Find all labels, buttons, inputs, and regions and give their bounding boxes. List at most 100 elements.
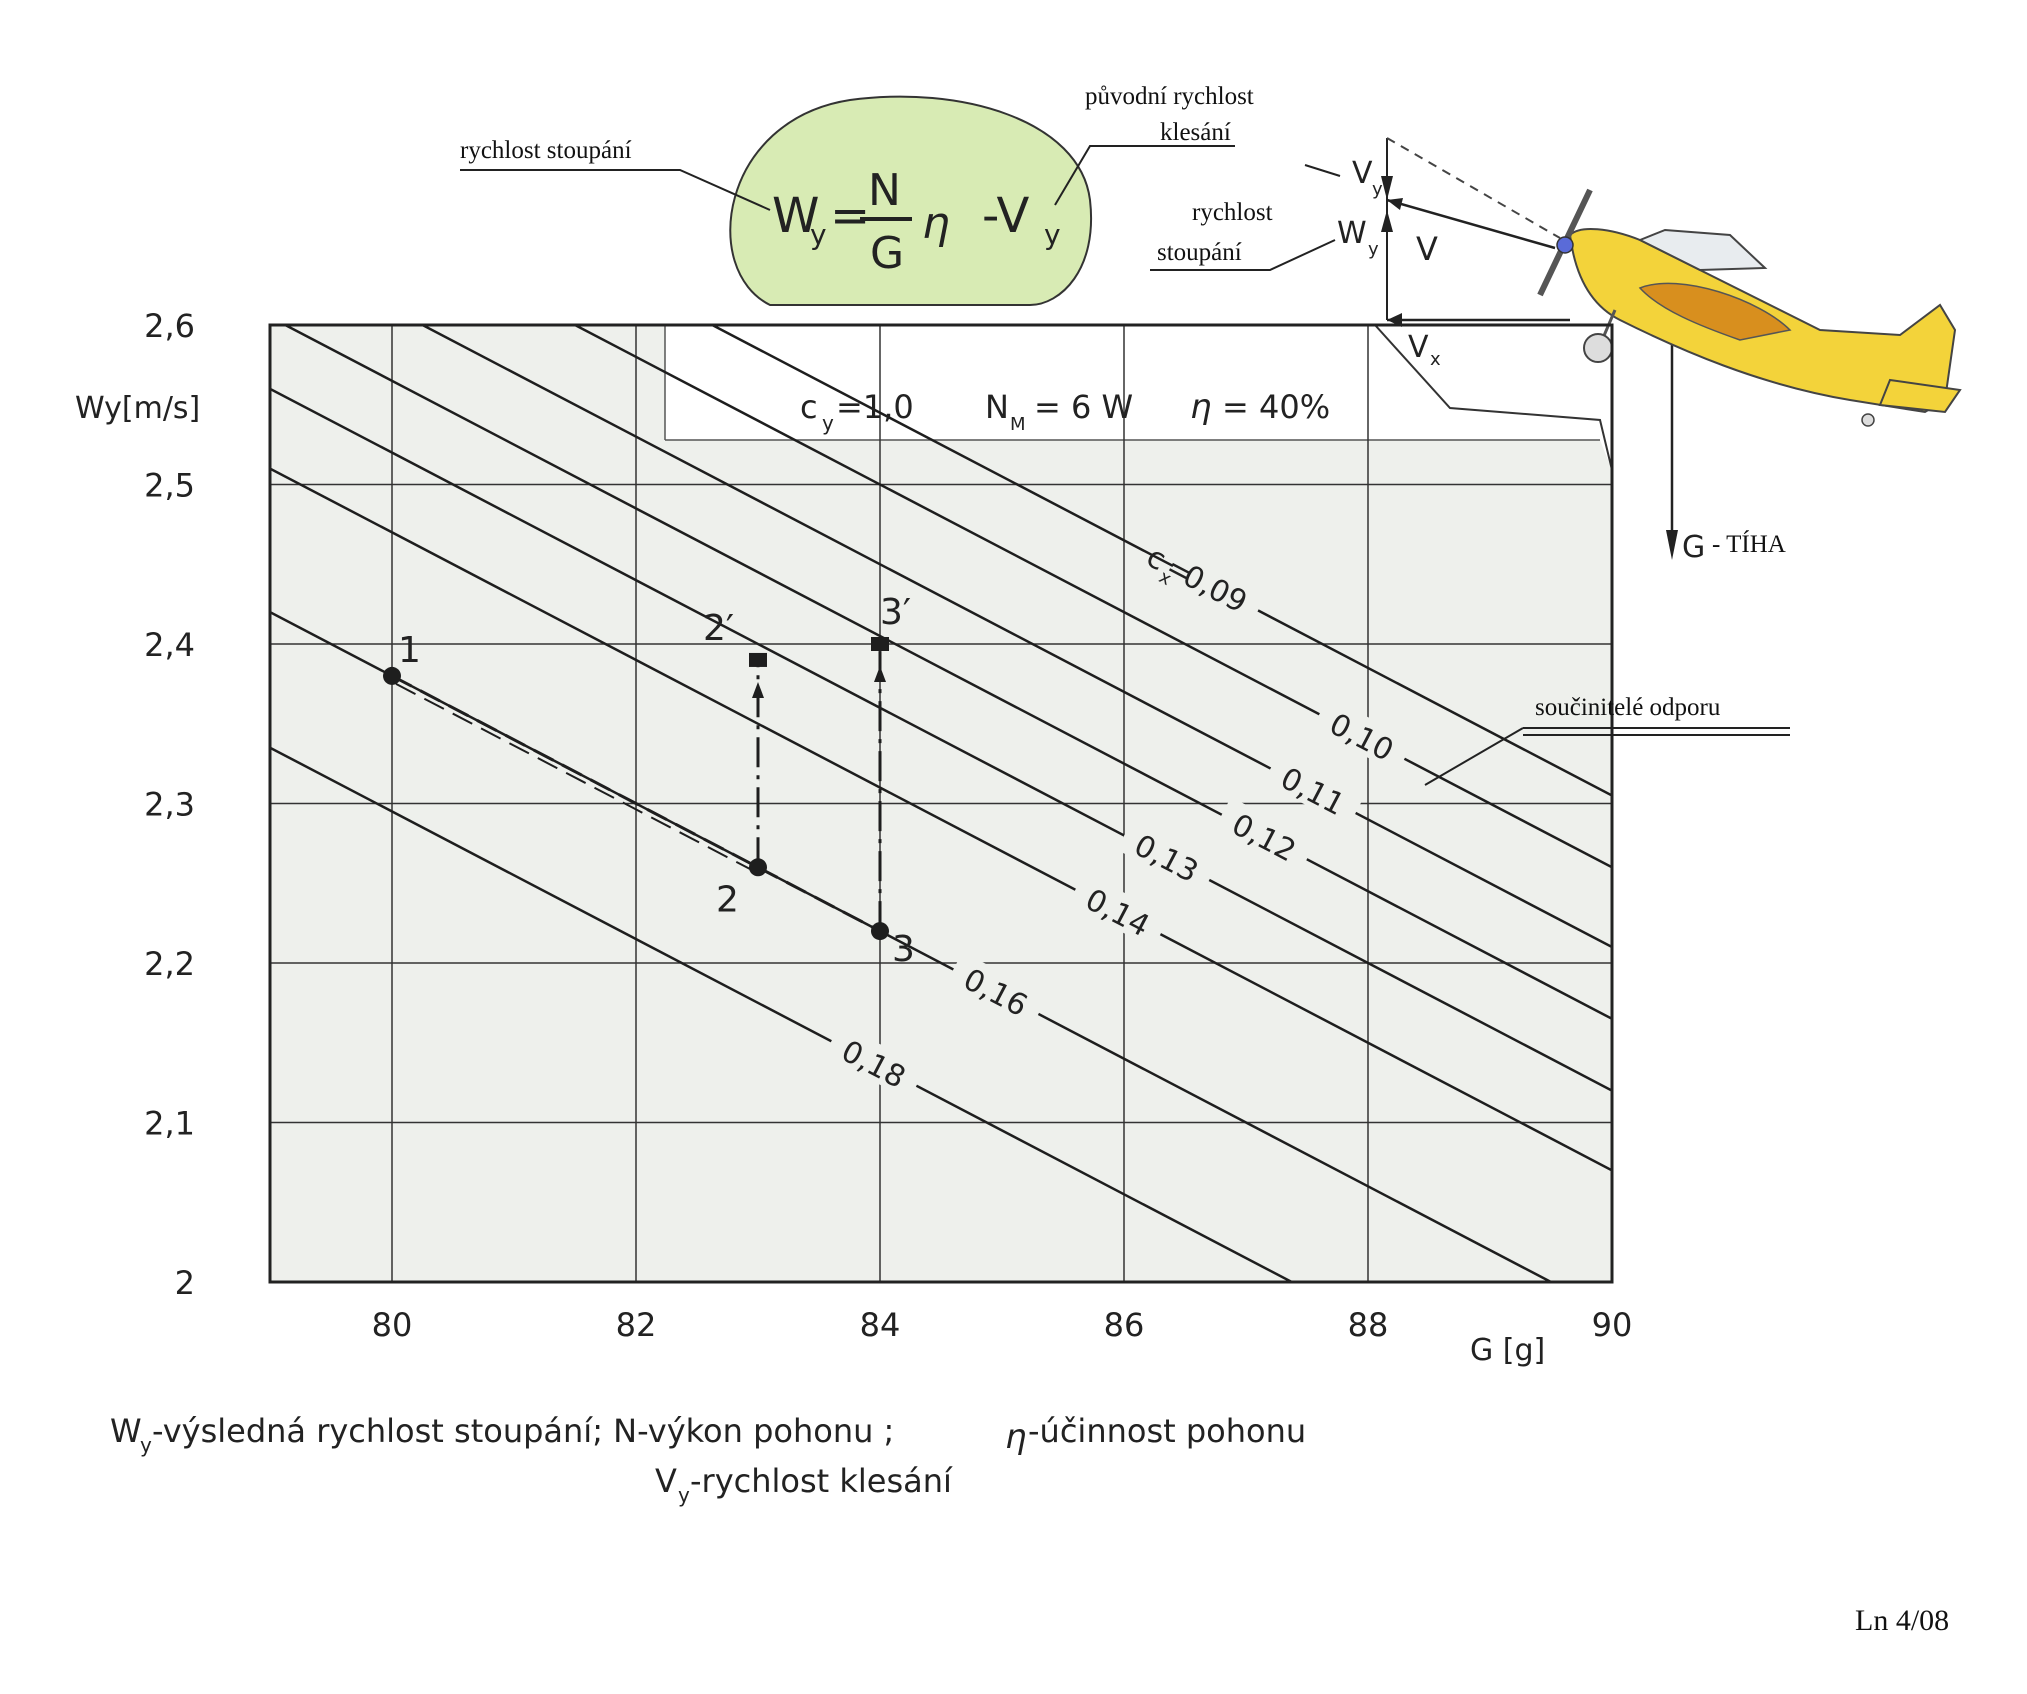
caption-v-sub: y bbox=[678, 1483, 690, 1507]
formula-group: W y = N G η -V y rychlost stoupání původ… bbox=[460, 83, 1254, 306]
param-cy: c bbox=[800, 388, 818, 426]
caption-line1: -výsledná rychlost stoupání; N-výkon poh… bbox=[152, 1412, 894, 1450]
cx-line-0,12 bbox=[282, 325, 1612, 1020]
g-label: G bbox=[1682, 530, 1705, 565]
label-original-sink-line2: klesání bbox=[1160, 119, 1231, 146]
point-label-p2p: 2′ bbox=[703, 608, 734, 649]
x-tick-0: 80 bbox=[372, 1306, 413, 1344]
x-tick-5: 90 bbox=[1592, 1306, 1633, 1344]
point-p3p bbox=[871, 637, 889, 651]
y-tick-6: 2,6 bbox=[144, 307, 195, 345]
point-p2 bbox=[749, 858, 767, 877]
path-arrow-3 bbox=[874, 666, 886, 682]
canopy bbox=[1637, 228, 1768, 272]
tailplane bbox=[1878, 378, 1962, 414]
point-p2p bbox=[749, 652, 767, 667]
formula-lhs-sub: y bbox=[810, 218, 827, 251]
vx-sub: x bbox=[1430, 349, 1441, 370]
param-eta-value: = 40% bbox=[1222, 388, 1330, 426]
param-nm-value: = 6 W bbox=[1034, 388, 1133, 426]
caption-eta: η bbox=[1005, 1417, 1027, 1457]
wy-label: W bbox=[1337, 216, 1367, 251]
x-tick-1: 82 bbox=[616, 1306, 657, 1344]
vy-sub: y bbox=[1372, 179, 1383, 200]
caption-line2: -rychlost klesání bbox=[690, 1462, 953, 1500]
wy-caption-line2: stoupání bbox=[1157, 239, 1242, 266]
caption-v: V bbox=[655, 1462, 677, 1500]
x-tick-2: 84 bbox=[860, 1306, 901, 1344]
formula-numerator: N bbox=[868, 165, 901, 216]
g-caption: - TÍHA bbox=[1712, 530, 1786, 558]
x-tick-labels: 80 82 84 86 88 90 bbox=[372, 1306, 1633, 1344]
path-1 bbox=[757, 865, 881, 933]
formula-lhs: W bbox=[772, 188, 819, 244]
tail-wheel bbox=[1861, 413, 1875, 427]
cx-label-bg-0,18 bbox=[823, 1023, 926, 1100]
param-nm: N bbox=[985, 388, 1009, 426]
cx-label-bg-0,11 bbox=[1263, 750, 1365, 828]
point-p1 bbox=[383, 666, 401, 685]
drag-coefficients-label: součinitelé odporu bbox=[1535, 694, 1721, 721]
point-label-p2: 2 bbox=[716, 879, 739, 920]
y-tick-5: 2,5 bbox=[144, 467, 195, 505]
y-tick-4: 2,4 bbox=[144, 626, 195, 664]
point-label-p3p: 3′ bbox=[880, 592, 911, 633]
y-axis-label: Wy[m/s] bbox=[75, 391, 200, 426]
label-climb-rate: rychlost stoupání bbox=[460, 137, 632, 164]
path-0-double bbox=[395, 683, 763, 877]
v-label: V bbox=[1416, 230, 1438, 268]
label-original-sink-line1: původní rychlost bbox=[1085, 83, 1254, 110]
param-cy-value: =1,0 bbox=[836, 388, 914, 426]
v-arrowhead bbox=[1387, 198, 1403, 210]
cx-label-bg-0,16 bbox=[945, 951, 1048, 1029]
airplane-icon bbox=[1537, 188, 1962, 427]
operating-points: 1 2 3 2′ 3′ bbox=[383, 592, 915, 970]
vy-leader bbox=[1304, 164, 1341, 177]
y-tick-2: 2,2 bbox=[144, 945, 195, 983]
x-tick-3: 86 bbox=[1104, 1306, 1145, 1344]
wy-arrowhead bbox=[1381, 210, 1393, 232]
drag-leader bbox=[1424, 727, 1524, 786]
operating-paths bbox=[391, 644, 886, 933]
wy-caption-line1: rychlost bbox=[1192, 199, 1273, 226]
spinner bbox=[1556, 236, 1574, 254]
cx-line-0,14 bbox=[270, 467, 1612, 1172]
caption-w-sub: y bbox=[140, 1433, 152, 1457]
x-axis-label: G [g] bbox=[1470, 1333, 1545, 1368]
x-tick-4: 88 bbox=[1348, 1306, 1389, 1344]
v-vector bbox=[1386, 198, 1556, 250]
cx-line-0,13 bbox=[270, 387, 1612, 1092]
vx-label: V bbox=[1408, 330, 1429, 365]
plot-frame bbox=[268, 323, 1614, 1284]
leader-climb-rate bbox=[460, 169, 771, 211]
caption-eta-text: -účinnost pohonu bbox=[1028, 1412, 1306, 1450]
formula-rhs-sub: y bbox=[1044, 218, 1061, 251]
dashed-projection bbox=[1386, 137, 1561, 239]
point-label-p3: 3 bbox=[892, 929, 915, 970]
point-label-p1: 1 bbox=[398, 630, 421, 671]
caption: W y -výsledná rychlost stoupání; N-výkon… bbox=[110, 1412, 1306, 1507]
wy-leader bbox=[1150, 239, 1336, 271]
cx-label-bg-0,09 bbox=[1165, 548, 1268, 625]
cx-line-0,09 bbox=[709, 325, 1612, 797]
vy-label: V bbox=[1352, 156, 1373, 191]
cx-label-bg-0,13 bbox=[1116, 817, 1219, 895]
vy-arrowhead bbox=[1381, 176, 1393, 200]
formula-equals: = bbox=[830, 188, 870, 244]
wing bbox=[1638, 282, 1792, 341]
y-tick-labels: 22,12,22,32,42,52,6 bbox=[144, 307, 195, 1302]
page-reference: Ln 4/08 bbox=[1855, 1604, 1949, 1637]
point-p3 bbox=[871, 922, 889, 941]
aircraft-diagram: V y W y V V x rychlost stoupání G - TÍHA bbox=[1150, 137, 1962, 565]
y-tick-0: 2 bbox=[175, 1264, 195, 1302]
path-arrow-2 bbox=[752, 681, 764, 698]
y-tick-1: 2,1 bbox=[144, 1105, 195, 1143]
param-eta: η bbox=[1190, 387, 1212, 427]
cx-label-bg-0,12 bbox=[1214, 797, 1317, 874]
cx-label-bg-0,14 bbox=[1067, 871, 1170, 949]
formula-denominator: G bbox=[870, 228, 904, 279]
wheel bbox=[1583, 333, 1613, 363]
